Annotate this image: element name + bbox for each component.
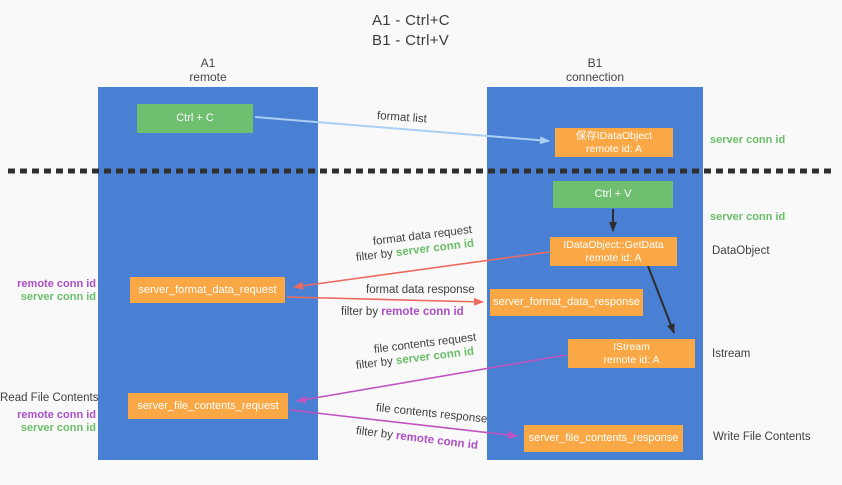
- node-server-format-data-response-label: server_format_data_response: [493, 296, 640, 308]
- left-server-conn-id-2: server conn id: [20, 422, 96, 434]
- node-ctrl-c: Ctrl + C: [137, 104, 253, 133]
- node-idataobject-getdata-line1: IDataObject::GetData: [563, 239, 664, 251]
- node-save-dataobject: 保存IDataObject remote id: A: [555, 128, 673, 157]
- remote-conn-id-text: remote conn id: [381, 306, 464, 318]
- left-remote-conn-id-1: remote conn id: [17, 278, 96, 290]
- title-line-2: B1 - Ctrl+V: [372, 32, 450, 49]
- left-remote-conn-id-2: remote conn id: [17, 409, 96, 421]
- column-a1-header: A1 remote: [98, 56, 318, 84]
- filter-by-text: filter by: [355, 425, 394, 442]
- label-filter-by-remote-conn-id-1: filter by remote conn id: [341, 306, 464, 318]
- column-b1-subtitle: connection: [565, 70, 625, 84]
- right-server-conn-id-1: server conn id: [710, 134, 786, 146]
- remote-conn-id-text: remote conn id: [395, 429, 479, 452]
- node-istream-line2: remote id: A: [603, 353, 660, 366]
- node-server-format-data-request: server_format_data_request: [130, 277, 285, 303]
- node-server-format-data-response: server_format_data_response: [490, 289, 643, 316]
- node-ctrl-c-label: Ctrl + C: [176, 112, 214, 124]
- right-istream-label: Istream: [712, 348, 751, 360]
- column-a1-subtitle: remote: [189, 70, 227, 84]
- label-filter-by-remote-conn-id-2: filter by remote conn id: [355, 425, 478, 452]
- right-dataobject-label: DataObject: [712, 245, 770, 257]
- filter-by-text: filter by: [341, 306, 379, 318]
- left-read-file-contents: Read File Contents: [0, 392, 99, 404]
- node-server-file-contents-response-label: server_file_contents_response: [528, 432, 679, 444]
- label-file-contents-response: file contents response: [375, 402, 488, 426]
- right-server-conn-id-2: server conn id: [710, 211, 786, 223]
- node-server-file-contents-response: server_file_contents_response: [524, 425, 683, 452]
- node-ctrl-v-label: Ctrl + V: [594, 188, 632, 200]
- column-b1-name: B1: [587, 56, 603, 70]
- filter-by-text: filter by: [355, 247, 394, 264]
- column-a1-name: A1: [200, 56, 216, 70]
- node-ctrl-v: Ctrl + V: [553, 181, 673, 208]
- node-server-file-contents-request-label: server_file_contents_request: [137, 399, 279, 412]
- node-istream-line1: IStream: [613, 341, 650, 353]
- right-write-file-contents: Write File Contents: [713, 431, 811, 443]
- node-server-format-data-request-label: server_format_data_request: [138, 283, 277, 296]
- node-save-dataobject-line2: remote id: A: [585, 142, 643, 155]
- node-istream: IStream remote id: A: [568, 339, 695, 368]
- label-format-data-response: format data response: [366, 284, 475, 296]
- node-server-file-contents-request: server_file_contents_request: [128, 393, 288, 419]
- filter-by-text: filter by: [355, 355, 394, 372]
- title-line-1: A1 - Ctrl+C: [372, 12, 450, 29]
- node-idataobject-getdata: IDataObject::GetData remote id: A: [550, 237, 677, 266]
- diagram-title: A1 - Ctrl+C B1 - Ctrl+V: [372, 11, 450, 51]
- node-save-dataobject-line1: 保存IDataObject: [575, 130, 653, 142]
- column-b1-header: B1 connection: [487, 56, 703, 84]
- node-idataobject-getdata-line2: remote id: A: [585, 251, 642, 264]
- label-format-list: format list: [376, 110, 428, 126]
- left-server-conn-id-1: server conn id: [20, 291, 96, 303]
